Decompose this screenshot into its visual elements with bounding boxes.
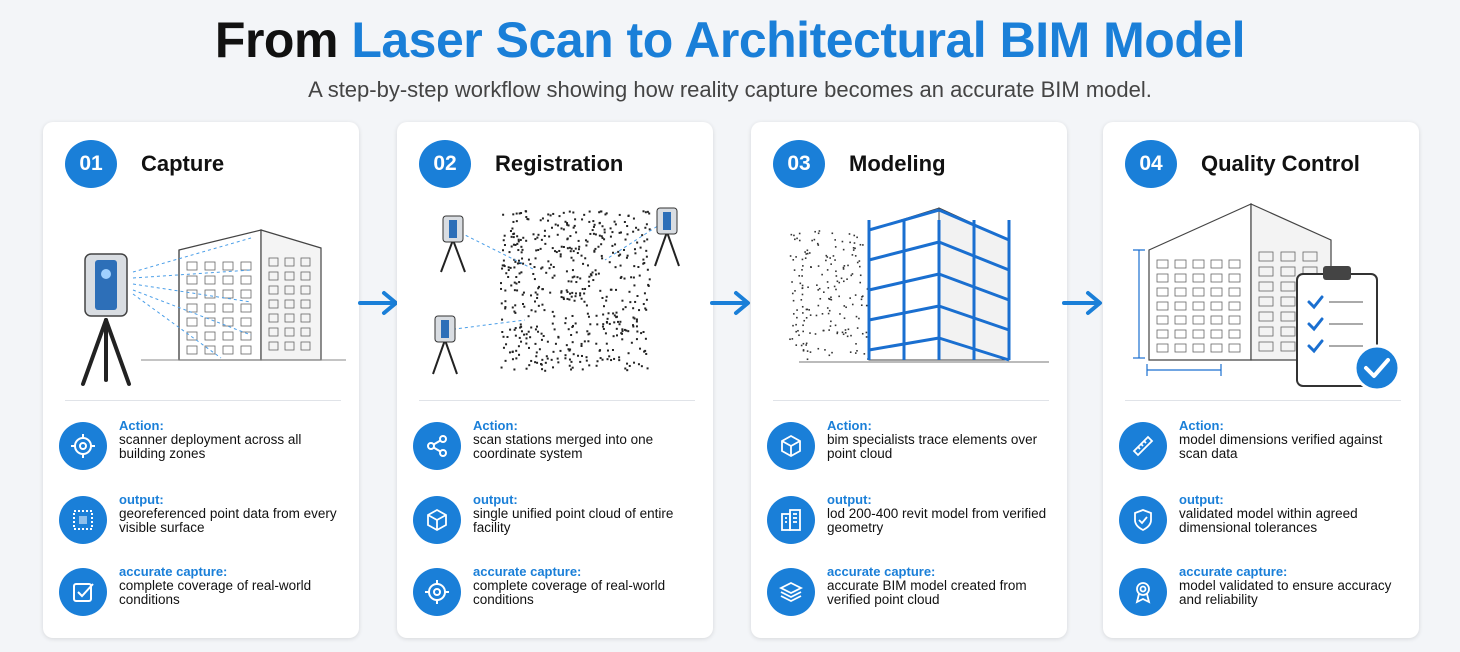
accuracy-row: accurate capture: model validated to ens… [1119,564,1409,620]
cube-icon [767,422,815,470]
step-title: Capture [141,151,225,176]
row-label: Action: [827,418,872,433]
row-text: validated model within agreed dimensiona… [1179,506,1358,535]
accuracy-row: accurate capture: complete coverage of r… [413,564,703,620]
page-title: From Laser Scan to Architectural BIM Mod… [0,12,1460,68]
arrow-right-icon [1062,291,1102,315]
row-text: accurate BIM model created from verified… [827,578,1027,607]
bim-frame-model-icon [789,207,1049,363]
row-label: output: [1179,492,1224,507]
output-row: output: single unified point cloud of en… [413,492,703,548]
output-row: output: georeferenced point data from ev… [59,492,349,548]
page-subtitle: A step-by-step workflow showing how real… [308,77,1152,102]
action-row: Action: scanner deployment across all bu… [59,418,349,474]
row-text: georeferenced point data from every visi… [119,506,337,535]
shield-check-icon [1119,496,1167,544]
row-text: scanner deployment across all building z… [119,432,302,461]
row-label: Action: [1179,418,1224,433]
share-nodes-icon [413,422,461,470]
ruler-icon [1119,422,1167,470]
row-text: single unified point cloud of entire fac… [473,506,674,535]
row-label: accurate capture: [1179,564,1288,579]
action-row: Action: model dimensions verified agains… [1119,418,1409,474]
arrow-right-icon [358,291,398,315]
checkbox-icon [59,568,107,616]
row-text: model dimensions verified against scan d… [1179,432,1383,461]
step-card-capture: 01 Capture A [43,122,359,638]
row-label: Action: [119,418,164,433]
output-row: output: validated model within agreed di… [1119,492,1409,548]
accuracy-row: accurate capture: complete coverage of r… [59,564,349,620]
step-title: Modeling [849,151,946,176]
layers-icon [767,568,815,616]
step-number-badge: 04 [1125,140,1177,188]
row-label: accurate capture: [119,564,228,579]
point-cloud-registration-icon [432,207,680,375]
dotted-frame-icon [59,496,107,544]
accuracy-row: accurate capture: accurate BIM model cre… [767,564,1057,620]
row-text: complete coverage of real-world conditio… [473,578,666,607]
cube-network-icon [413,496,461,544]
step-card-registration: 02 Registration Action: scan stations me… [397,122,713,638]
action-row: Action: bim specialists trace elements o… [767,418,1057,474]
buildings-icon [767,496,815,544]
action-row: Action: scan stations merged into one co… [413,418,703,474]
section-divider [419,400,695,401]
row-text: model validated to ensure accuracy and r… [1179,578,1392,607]
award-badge-icon [1119,568,1167,616]
crosshair-target-icon [413,568,461,616]
row-label: accurate capture: [473,564,582,579]
output-row: output: lod 200-400 revit model from ver… [767,492,1057,548]
title-highlight: Laser Scan to Architectural BIM Model [351,12,1246,68]
row-label: output: [827,492,872,507]
row-text: complete coverage of real-world conditio… [119,578,312,607]
row-text: lod 200-400 revit model from verified ge… [827,506,1047,535]
step-card-quality-control: 04 Quality Control [1103,122,1419,638]
row-label: output: [119,492,164,507]
crosshair-target-icon [59,422,107,470]
laser-scanner-building-icon [81,229,346,386]
step-title: Quality Control [1201,151,1360,176]
step-number-badge: 03 [773,140,825,188]
row-text: scan stations merged into one coordinate… [473,432,654,461]
row-text: bim specialists trace elements over poin… [827,432,1038,461]
row-label: accurate capture: [827,564,936,579]
section-divider [1125,400,1401,401]
step-number-badge: 01 [65,140,117,188]
row-label: Action: [473,418,518,433]
arrow-right-icon [710,291,750,315]
row-label: output: [473,492,518,507]
step-number-badge: 02 [419,140,471,188]
step-title: Registration [495,151,624,176]
section-divider [773,400,1049,401]
building-checklist-icon [1133,203,1401,392]
title-prefix: From [214,12,339,68]
section-divider [65,400,341,401]
step-card-modeling: 03 Modeling Action: bim specialists trac… [751,122,1067,638]
